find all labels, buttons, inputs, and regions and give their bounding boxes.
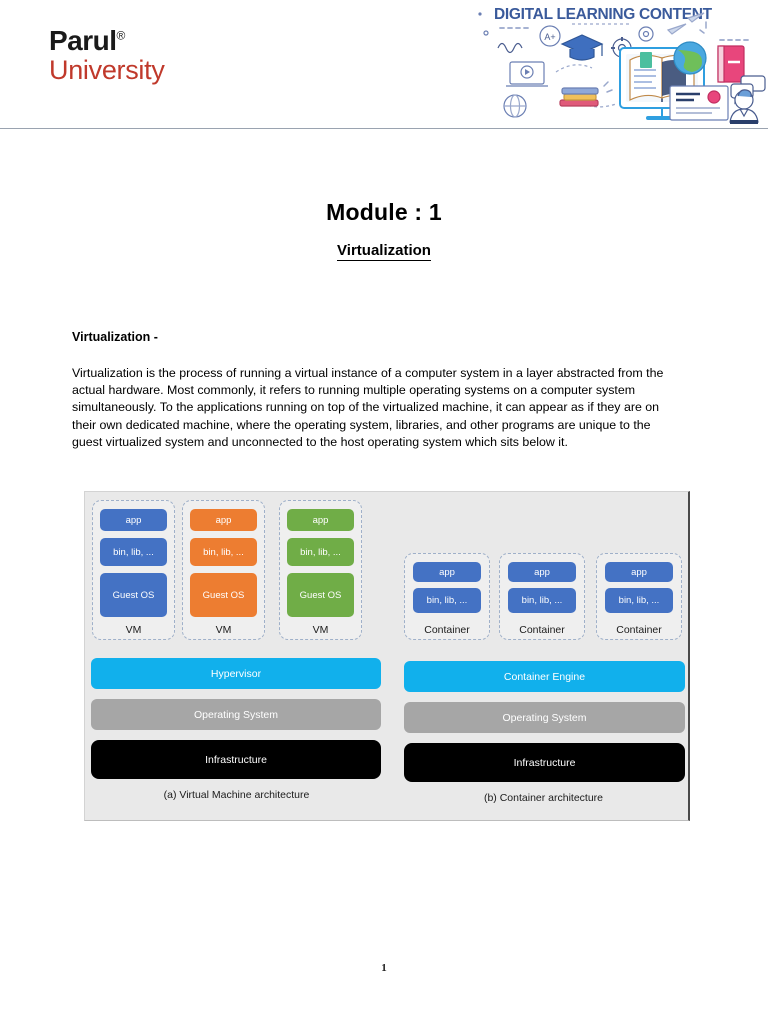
container-unit-label: Container [519, 624, 565, 636]
container-unit: app bin, lib, ... Container [499, 553, 585, 640]
logo-parul-text: Parul [49, 25, 117, 56]
vm-unit-label: VM [125, 624, 142, 636]
container-operating-system-layer: Operating System [404, 702, 685, 733]
university-logo: Parul® University [49, 27, 165, 85]
container-app-block: app [413, 562, 481, 582]
vm-unit-label: VM [312, 624, 329, 636]
vm-app-block: app [287, 509, 354, 531]
svg-text:A+: A+ [544, 32, 555, 42]
container-app-block: app [605, 562, 673, 582]
container-bin-lib-block: bin, lib, ... [413, 588, 481, 613]
logo-wordmark-university: University [49, 55, 165, 85]
container-bin-lib-block: bin, lib, ... [508, 588, 576, 613]
container-architecture-panel: app bin, lib, ... Container app bin, lib… [398, 492, 689, 820]
vm-unit: app bin, lib, ... Guest OS VM [182, 500, 265, 640]
body-paragraph: Virtualization is the process of running… [72, 366, 664, 449]
vm-unit: app bin, lib, ... Guest OS VM [92, 500, 175, 640]
container-bin-lib-block: bin, lib, ... [605, 588, 673, 613]
container-unit: app bin, lib, ... Container [404, 553, 490, 640]
vm-guest-os-block: Guest OS [100, 573, 167, 617]
vm-guest-os-block: Guest OS [287, 573, 354, 617]
vm-app-block: app [100, 509, 167, 531]
container-unit-label: Container [616, 624, 662, 636]
vm-bin-lib-block: bin, lib, ... [190, 538, 257, 566]
vm-unit: app bin, lib, ... Guest OS VM [279, 500, 362, 640]
container-architecture-caption: (b) Container architecture [483, 792, 604, 804]
container-unit: app bin, lib, ... Container [596, 553, 682, 640]
container-infrastructure-layer: Infrastructure [404, 743, 685, 782]
logo-wordmark-parul: Parul® [49, 27, 165, 55]
container-engine-layer: Container Engine [404, 661, 685, 692]
vm-unit-label: VM [215, 624, 232, 636]
banner-title: DIGITAL LEARNING CONTENT [494, 6, 712, 23]
hypervisor-layer: Hypervisor [91, 658, 381, 689]
digital-learning-banner: DIGITAL LEARNING CONTENT [472, 0, 768, 126]
vm-app-block: app [190, 509, 257, 531]
architecture-diagram: app bin, lib, ... Guest OS VM app bin, l… [84, 491, 690, 821]
container-unit-label: Container [424, 624, 470, 636]
dot-icon [478, 12, 482, 16]
section-heading: Virtualization - [72, 330, 158, 344]
header-divider [0, 128, 768, 129]
vm-bin-lib-block: bin, lib, ... [100, 538, 167, 566]
container-app-block: app [508, 562, 576, 582]
page-title: Module : 1 [326, 199, 442, 225]
vm-bin-lib-block: bin, lib, ... [287, 538, 354, 566]
page-header: Parul® University DIGITAL LEARNING CONTE… [0, 0, 768, 129]
page-subtitle: Virtualization [0, 242, 768, 261]
vm-infrastructure-layer: Infrastructure [91, 740, 381, 779]
page-number: 1 [381, 962, 387, 974]
banner-illustration: A+ [478, 12, 766, 124]
registered-trademark-icon: ® [116, 28, 126, 43]
vm-operating-system-layer: Operating System [91, 699, 381, 730]
vm-guest-os-block: Guest OS [190, 573, 257, 617]
vm-architecture-panel: app bin, lib, ... Guest OS VM app bin, l… [85, 492, 388, 820]
vm-architecture-caption: (a) Virtual Machine architecture [163, 789, 310, 801]
page-subtitle-text: Virtualization [337, 242, 431, 261]
